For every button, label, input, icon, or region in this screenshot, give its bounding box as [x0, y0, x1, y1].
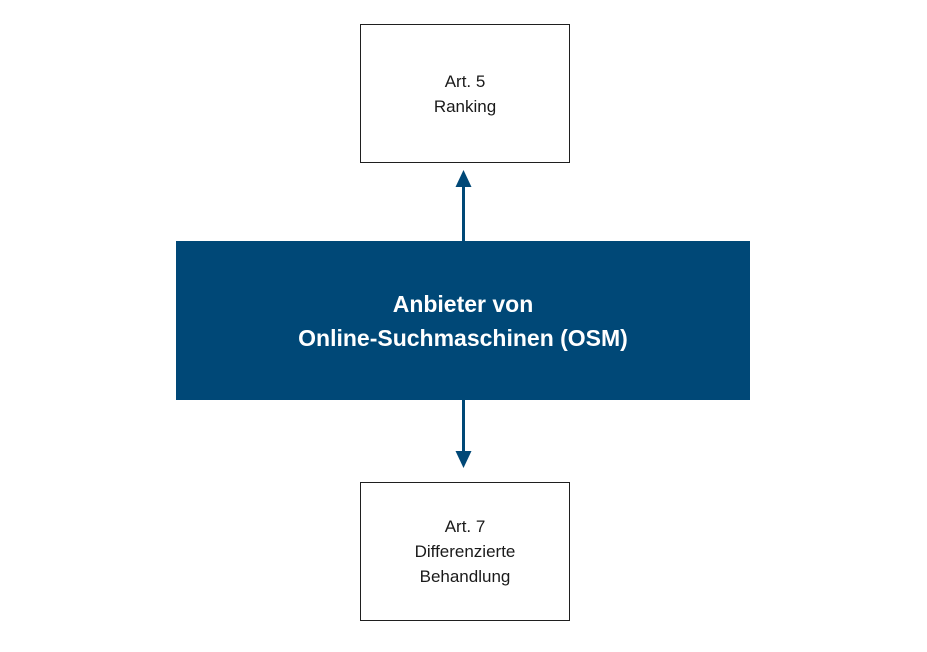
node-anbieter-osm: Anbieter von Online-Suchmaschinen (OSM) [176, 241, 750, 400]
node-art7-line1: Art. 7 [444, 517, 486, 536]
node-art7-line3: Behandlung [419, 567, 511, 586]
arrow-up-icon [455, 170, 472, 241]
node-art7-differenzierte-behandlung: Art. 7 Differenzierte Behandlung [360, 482, 570, 621]
node-art5-line1: Art. 5 [444, 71, 486, 91]
node-art5-ranking: Art. 5 Ranking [360, 24, 570, 163]
node-art5-line2: Ranking [433, 96, 497, 116]
node-anbieter-line1: Anbieter von [392, 290, 534, 317]
node-art7-line2: Differenzierte [414, 542, 516, 561]
arrow-down-icon [455, 400, 472, 468]
node-anbieter-line2: Online-Suchmaschinen (OSM) [298, 324, 628, 351]
